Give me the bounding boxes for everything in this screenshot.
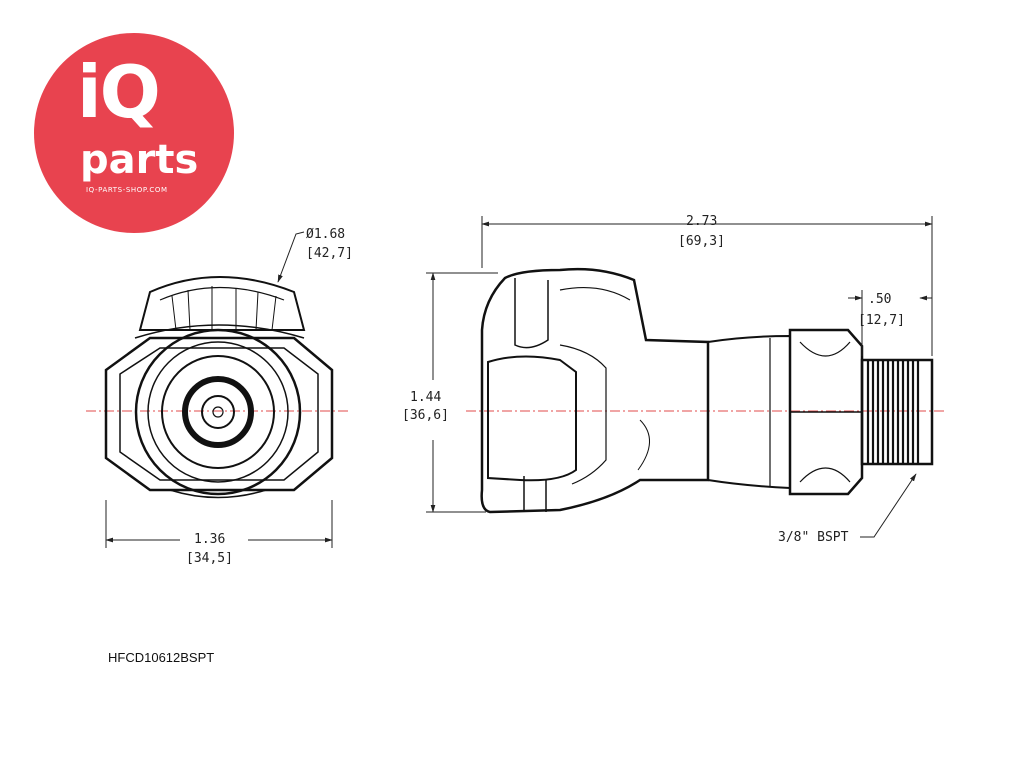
brand-logo-url: IQ-PARTS-SHOP.COM — [86, 186, 168, 194]
dim-front-width-mm: [34,5] — [186, 551, 233, 566]
dim-height-inch: 1.44 — [410, 390, 442, 405]
dim-diameter-mm: [42,7] — [306, 246, 353, 261]
brand-logo-iq: iQ — [77, 50, 161, 134]
brand-logo-parts: parts — [80, 137, 199, 183]
dim-thread-label: 3/8" BSPT — [778, 530, 849, 545]
brand-logo-circle — [34, 33, 234, 233]
dim-thread-length-inch: .50 — [868, 292, 892, 307]
dim-diameter-inch: Ø1.68 — [306, 227, 346, 242]
side-view — [480, 267, 934, 514]
dim-height-mm: [36,6] — [402, 408, 449, 423]
part-number: HFCD10612BSPT — [108, 650, 215, 665]
dim-length-mm: [69,3] — [678, 234, 725, 249]
dim-length-inch: 2.73 — [686, 214, 718, 229]
dimension-lines — [105, 216, 933, 548]
dim-thread-length-mm: [12,7] — [858, 313, 905, 328]
dim-front-width-inch: 1.36 — [194, 532, 226, 547]
front-view — [104, 276, 334, 499]
